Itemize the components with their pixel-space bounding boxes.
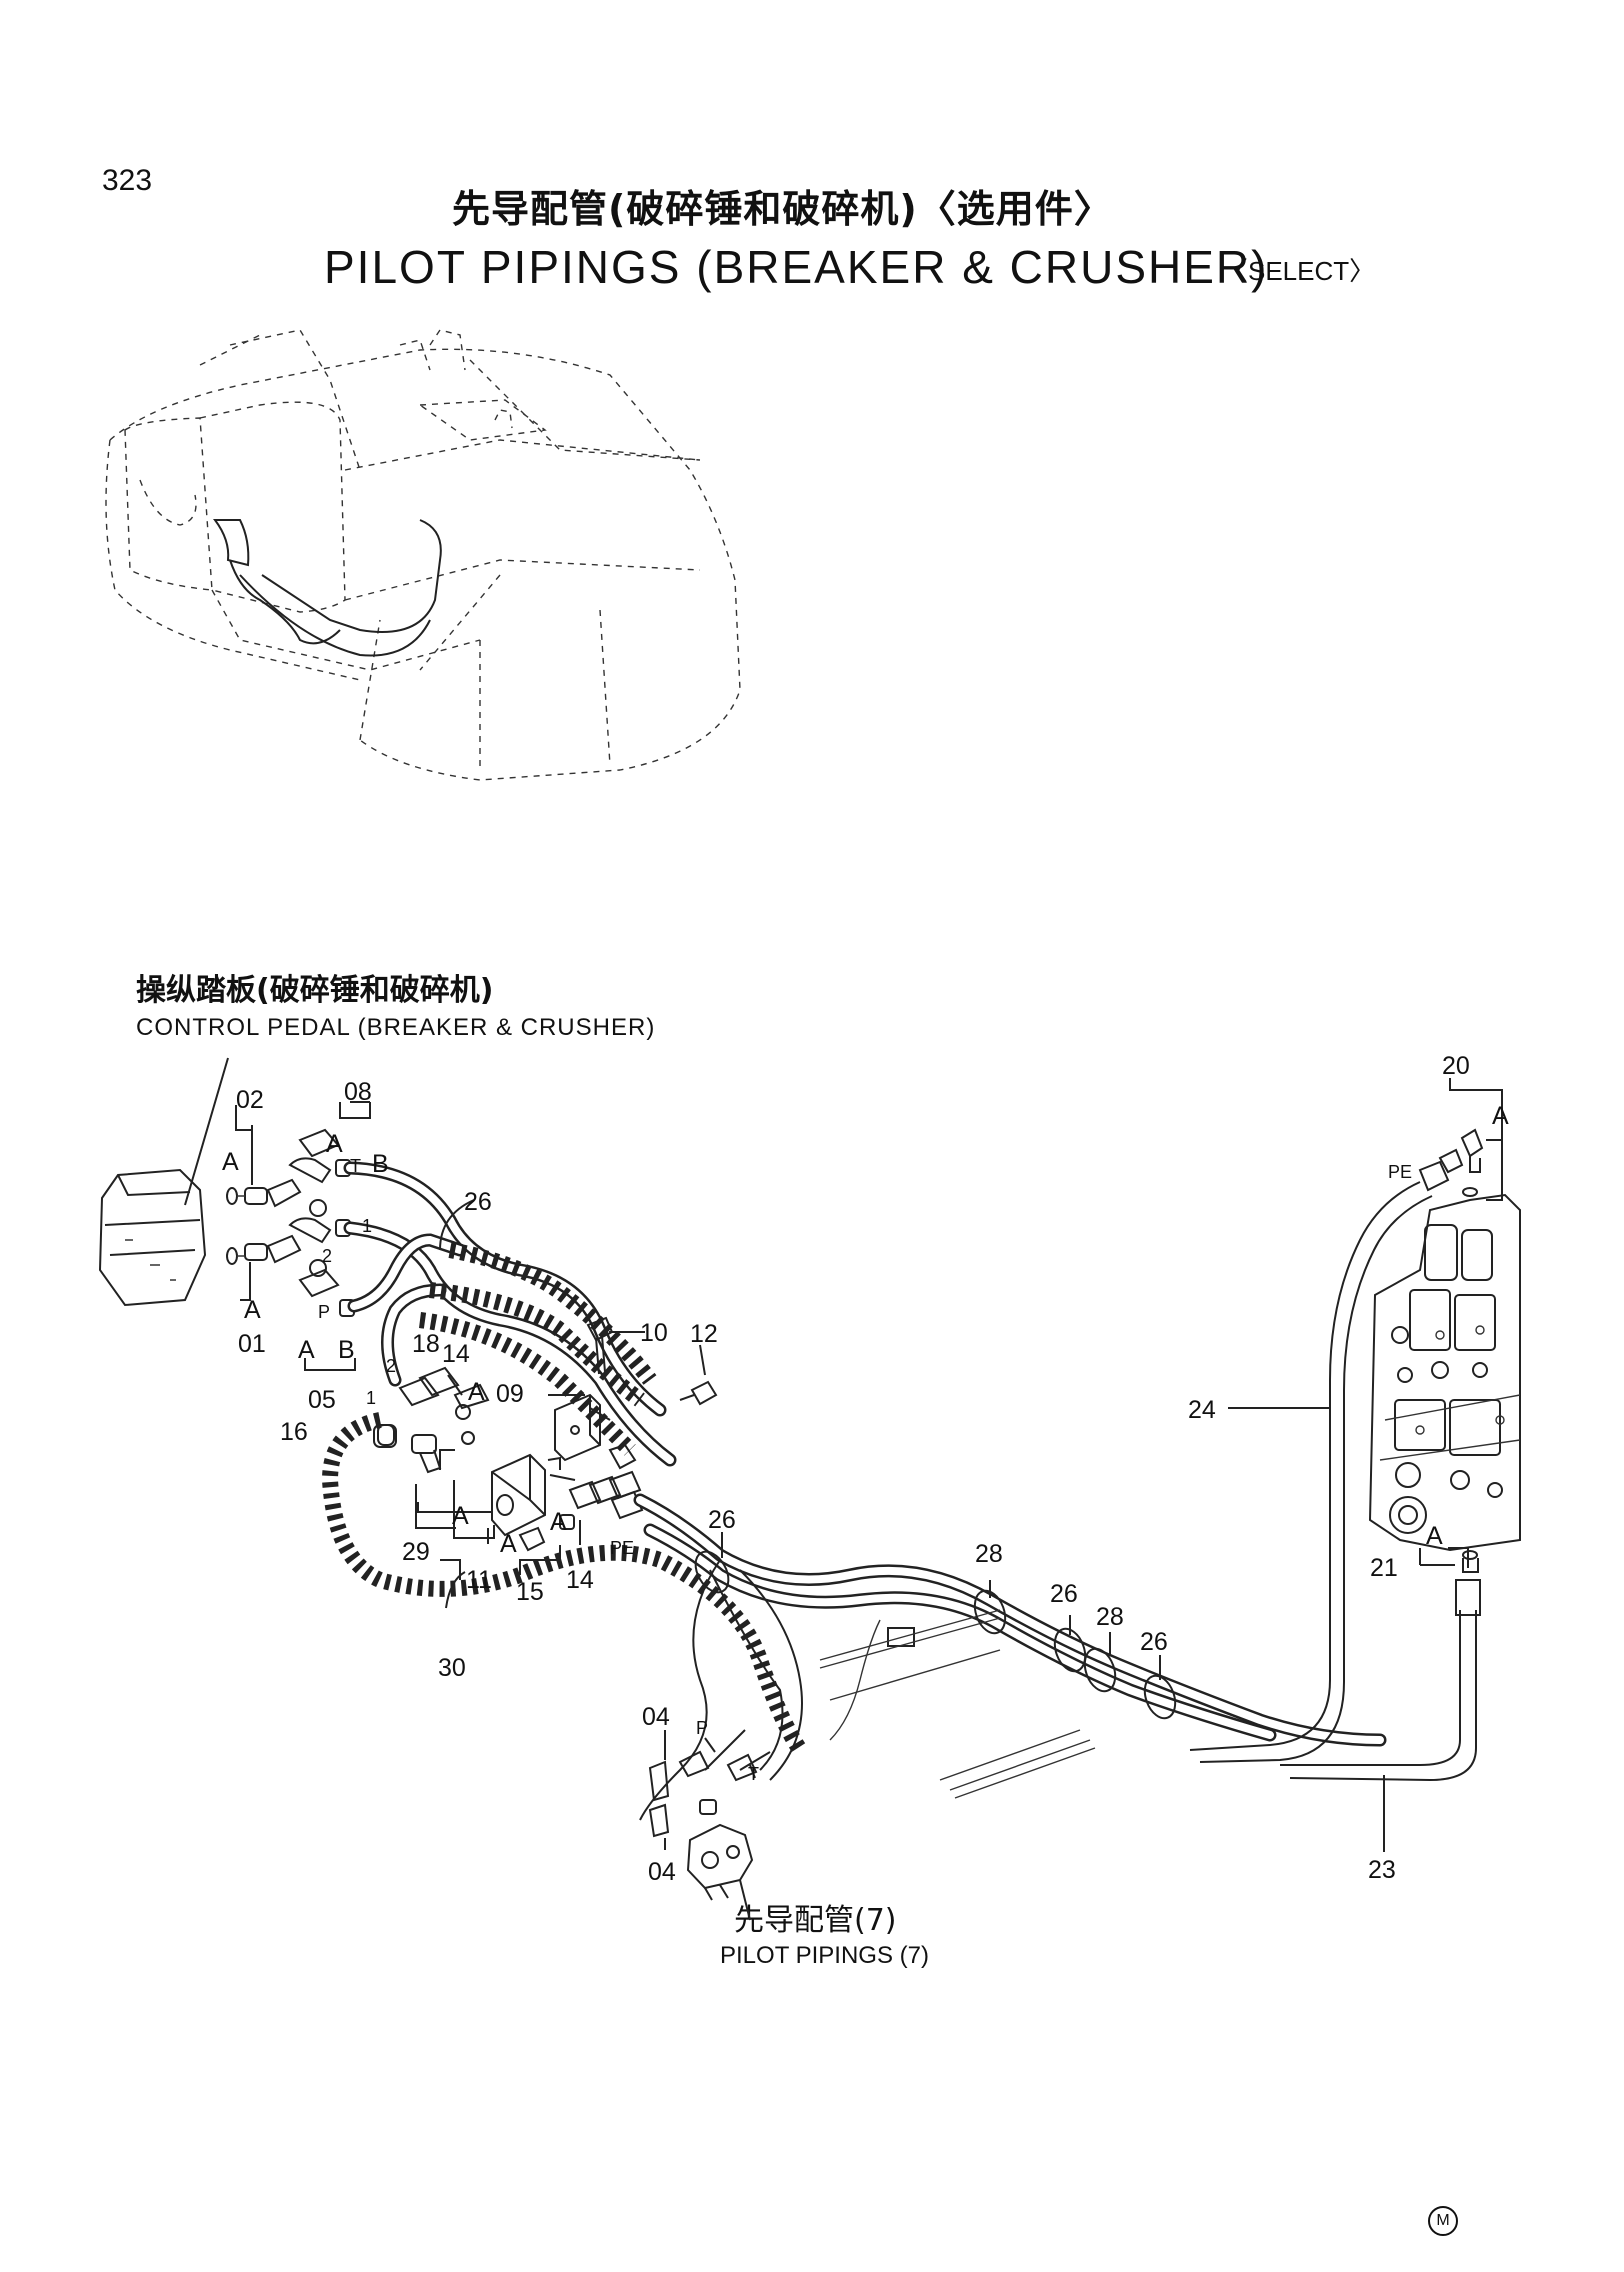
valve-fittings (1460, 1128, 1484, 1573)
callout-04b: 04 (648, 1858, 676, 1886)
corner-mark: M (1428, 2206, 1458, 2236)
port-label: A (298, 1336, 315, 1364)
page-title-english: PILOT PIPINGS (BREAKER & CRUSHER) (324, 241, 1269, 293)
pedal-hoses (343, 1161, 677, 1467)
port-label: A (1426, 1522, 1443, 1550)
callout-29: 29 (402, 1538, 430, 1566)
callout-12: 12 (690, 1320, 718, 1348)
control-valve (1368, 1193, 1521, 1552)
port-label: B (338, 1336, 355, 1364)
pe-fittings (568, 1470, 644, 1520)
callout-numbers: 02 08 26 10 12 01 05 18 14 09 16 29 11 1… (236, 1052, 1470, 1886)
port-label: 1 (362, 1216, 372, 1236)
port-label: A (222, 1148, 239, 1176)
callout-23: 23 (1368, 1856, 1396, 1884)
port-label: PE (1388, 1162, 1412, 1182)
callout-15: 15 (516, 1578, 544, 1606)
pilot-pipings-ref-english: PILOT PIPINGS (7) (720, 1942, 929, 1969)
callout-14b: 14 (566, 1566, 594, 1594)
page-number: 323 (102, 164, 153, 197)
port-label: 2 (386, 1356, 396, 1376)
port-label: PE (610, 1538, 634, 1558)
callout-26b: 26 (708, 1506, 736, 1534)
port-label: 1 (366, 1388, 376, 1408)
port-label: P (696, 1718, 708, 1738)
middle-fittings (377, 1366, 490, 1474)
port-label: A (500, 1530, 517, 1558)
port-label: 2 (322, 1246, 332, 1266)
pedal-fittings (226, 1128, 355, 1317)
pilot-manifold (648, 1729, 771, 1921)
control-pedal-body (98, 1057, 229, 1307)
hose-30 (321, 1412, 807, 1755)
callout-26d: 26 (1140, 1628, 1168, 1656)
callout-24: 24 (1188, 1396, 1216, 1424)
callout-21: 21 (1370, 1554, 1398, 1582)
callout-10: 10 (640, 1319, 668, 1347)
port-label: A (468, 1378, 485, 1406)
control-pedal-label-english: CONTROL PEDAL (BREAKER & CRUSHER) (136, 1014, 656, 1041)
callout-26c: 26 (1050, 1580, 1078, 1608)
port-label: A (244, 1296, 261, 1324)
callout-02: 02 (236, 1086, 264, 1114)
port-label: B (372, 1150, 389, 1178)
callout-18: 18 (412, 1330, 440, 1358)
callout-26: 26 (464, 1188, 492, 1216)
callout-16: 16 (280, 1418, 308, 1446)
callout-01: 01 (238, 1330, 266, 1358)
callout-05: 05 (308, 1386, 336, 1414)
callout-20: 20 (1442, 1052, 1470, 1080)
title-select-tag: 〈SELECT〉 (1222, 256, 1376, 286)
port-label: A (550, 1508, 567, 1536)
leader-lines (235, 1078, 1503, 1852)
port-label: A (452, 1502, 469, 1530)
port-labels: A A B T 1 2 A P A B 2 1 A A A A PE PE A … (222, 1102, 1509, 1784)
hose-bundle (633, 1493, 1387, 1821)
callout-11: 11 (466, 1566, 492, 1594)
port-label: P (318, 1302, 330, 1322)
callout-30: 30 (438, 1654, 466, 1682)
callout-09: 09 (496, 1380, 524, 1408)
callout-28b: 28 (1096, 1603, 1124, 1631)
pilot-pipings-ref-chinese: 先导配管(7) (734, 1903, 897, 1938)
callout-14: 14 (442, 1340, 470, 1368)
hose-clamps (694, 1550, 1177, 1720)
page-title-chinese: 先导配管(破碎锤和破碎机)〈选用件〉 (452, 187, 1113, 231)
hoses-23-24 (1189, 1148, 1481, 1782)
control-pedal-label-chinese: 操纵踏板(破碎锤和破碎机) (136, 973, 494, 1008)
callout-08: 08 (344, 1078, 372, 1106)
port-label: T (350, 1156, 361, 1176)
port-label: A (1492, 1102, 1509, 1130)
port-label: A (326, 1130, 343, 1158)
excavator-overview-sketch (105, 329, 741, 781)
callout-04a: 04 (642, 1703, 670, 1731)
port-label: T (748, 1764, 759, 1784)
callout-28: 28 (975, 1540, 1003, 1568)
